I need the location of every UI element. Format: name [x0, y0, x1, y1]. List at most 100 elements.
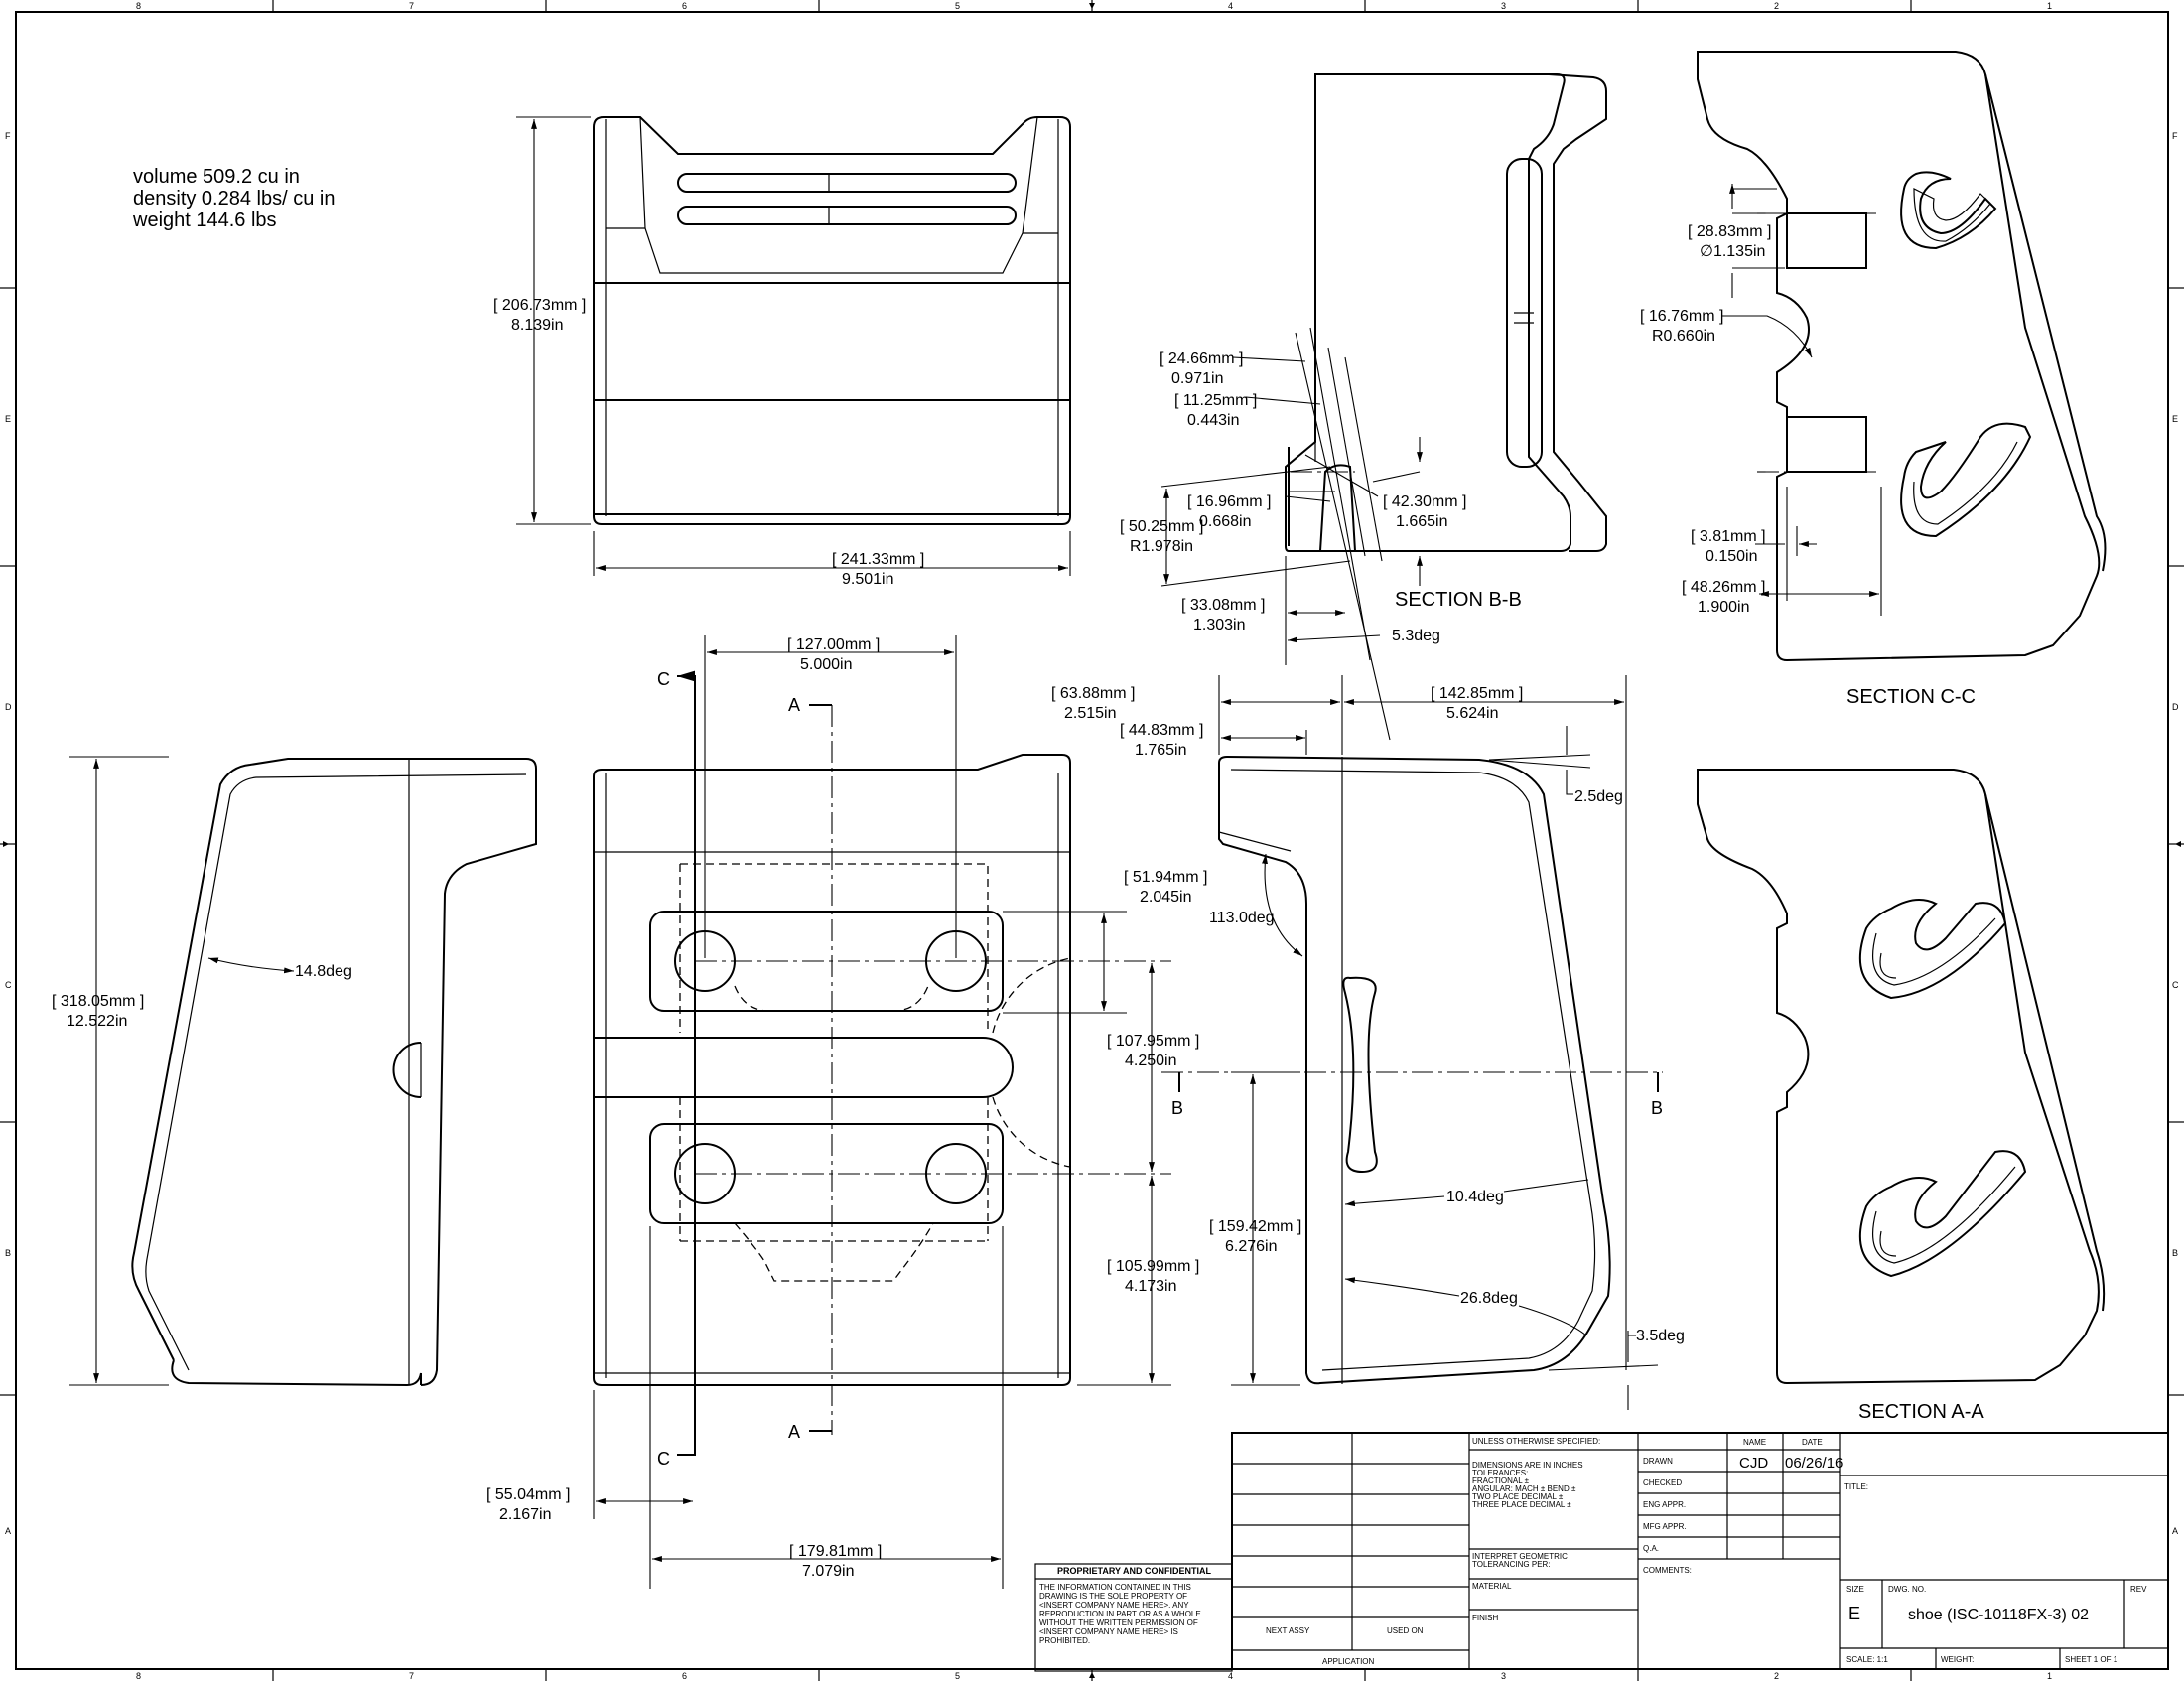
- tb-title-label: TITLE:: [1844, 1482, 1868, 1491]
- dim-side-height-mm: [ 318.05mm ]: [52, 993, 144, 1010]
- border-number: 4: [1228, 1, 1233, 11]
- side-view: [ 318.05mm ] 12.522in 14.8deg: [52, 756, 537, 1387]
- border-letter: A: [2172, 1526, 2178, 1536]
- right-profile-view: [1218, 755, 1611, 1385]
- dim-angle-2-5: 2.5deg: [1574, 788, 1623, 805]
- dim-cc-16-in: R0.660in: [1652, 328, 1715, 345]
- tb-tolerance-line: ANGULAR: MACH ± BEND ±: [1472, 1484, 1576, 1493]
- proprietary-line: <INSERT COMPANY NAME HERE> IS: [1039, 1627, 1178, 1636]
- dim-angle-3-5: 3.5deg: [1636, 1328, 1685, 1344]
- dim-55-in: 2.167in: [499, 1506, 552, 1523]
- dim-159-mm: [ 159.42mm ]: [1209, 1218, 1301, 1235]
- tb-interpret: INTERPRET GEOMETRIC: [1472, 1552, 1568, 1561]
- tb-dwg-no-label: DWG. NO.: [1888, 1585, 1926, 1594]
- dim-bb-angle: 5.3deg: [1392, 628, 1440, 644]
- border-letter: B: [2172, 1248, 2178, 1258]
- dim-105-in: 4.173in: [1125, 1278, 1177, 1295]
- dim-bb-33-mm: [ 33.08mm ]: [1181, 597, 1265, 614]
- centering-marks: [3, 3, 2181, 1678]
- tb-next-assy: NEXT ASSY: [1266, 1626, 1310, 1635]
- tb-material: MATERIAL: [1472, 1582, 1512, 1591]
- border-number: 5: [955, 1671, 960, 1681]
- section-marker-b-right: B: [1651, 1098, 1663, 1118]
- dim-front-height-mm: [ 206.73mm ]: [493, 297, 586, 314]
- dim-bb-42-mm: [ 42.30mm ]: [1383, 493, 1466, 510]
- border-number: 5: [955, 1, 960, 11]
- dim-cc-28-in: ∅1.135in: [1700, 243, 1765, 260]
- border-number: 7: [409, 1, 414, 11]
- dim-cc-48-mm: [ 48.26mm ]: [1682, 579, 1765, 596]
- weight-text: weight 144.6 lbs: [132, 210, 277, 231]
- tb-qa: Q.A.: [1643, 1544, 1659, 1553]
- dim-63-mm: [ 63.88mm ]: [1051, 685, 1135, 702]
- tb-mfg-appr: MFG APPR.: [1643, 1522, 1687, 1531]
- proprietary-line: <INSERT COMPANY NAME HERE>. ANY: [1039, 1601, 1189, 1610]
- dim-front-height-in: 8.139in: [511, 317, 564, 334]
- tb-eng-appr: ENG APPR.: [1643, 1500, 1686, 1509]
- tb-rev-label: REV: [2130, 1585, 2147, 1594]
- tb-size-label: SIZE: [1846, 1585, 1864, 1594]
- section-marker-a-top: A: [788, 695, 800, 715]
- section-marker-b-left: B: [1171, 1098, 1183, 1118]
- section-cc-title: SECTION C-C: [1846, 686, 1976, 708]
- tb-interpret: TOLERANCING PER:: [1472, 1560, 1551, 1569]
- section-marker-a-bottom: A: [788, 1422, 800, 1442]
- border-number: 1: [2047, 1671, 2052, 1681]
- border-number: 8: [136, 1, 141, 11]
- section-bb-title: SECTION B-B: [1395, 589, 1522, 611]
- tb-weight: WEIGHT:: [1941, 1655, 1974, 1664]
- tb-unless: UNLESS OTHERWISE SPECIFIED:: [1472, 1437, 1600, 1446]
- tb-tolerance-line: TOLERANCES:: [1472, 1469, 1528, 1477]
- proprietary-title: PROPRIETARY AND CONFIDENTIAL: [1057, 1566, 1212, 1576]
- section-aa-title: SECTION A-A: [1858, 1401, 1984, 1423]
- dim-cc-3-mm: [ 3.81mm ]: [1691, 528, 1766, 545]
- dim-107-mm: [ 107.95mm ]: [1107, 1033, 1199, 1050]
- proprietary-line: PROHIBITED.: [1039, 1636, 1090, 1645]
- mass-properties-note: volume 509.2 cu in density 0.284 lbs/ cu…: [132, 166, 335, 231]
- border-number: 4: [1228, 1671, 1233, 1681]
- section-aa: SECTION A-A: [1697, 769, 2106, 1423]
- border-letter: D: [2172, 702, 2179, 712]
- dim-179-in: 7.079in: [802, 1563, 855, 1580]
- tb-drawn-date: 06/26/16: [1785, 1455, 1843, 1472]
- dim-44-in: 1.765in: [1135, 742, 1187, 759]
- dim-bb-24-mm: [ 24.66mm ]: [1160, 351, 1243, 367]
- dim-bb-50-in: R1.978in: [1130, 538, 1193, 555]
- dim-angle-113: 113.0deg: [1209, 910, 1275, 926]
- proprietary-line: THE INFORMATION CONTAINED IN THIS: [1039, 1583, 1191, 1592]
- section-cc: [ 28.83mm ] ∅1.135in [ 16.76mm ] R0.660i…: [1640, 51, 2107, 708]
- border-number: 2: [1774, 1671, 1779, 1681]
- border-number: 7: [409, 1671, 414, 1681]
- tb-name-header: NAME: [1743, 1438, 1766, 1447]
- border-letter: B: [5, 1248, 11, 1258]
- top-view-dimensions: [ 127.00mm ] 5.000in [ 51.94mm ] 2.045in…: [486, 635, 1207, 1589]
- dim-bb-33-in: 1.303in: [1193, 617, 1246, 633]
- dim-bb-16-in: 0.668in: [1199, 513, 1252, 530]
- tb-drawn-name: CJD: [1739, 1455, 1768, 1472]
- section-marker-c-top: C: [657, 669, 670, 689]
- dim-51-in: 2.045in: [1140, 889, 1192, 906]
- dim-side-height-in: 12.522in: [67, 1013, 127, 1030]
- border-number: 6: [682, 1671, 687, 1681]
- dim-angle-26-8: 26.8deg: [1460, 1290, 1518, 1307]
- border-letter: A: [5, 1526, 11, 1536]
- dim-cc-16-mm: [ 16.76mm ]: [1640, 308, 1723, 325]
- dim-63-in: 2.515in: [1064, 705, 1117, 722]
- tb-tolerance-line: FRACTIONAL ±: [1472, 1476, 1530, 1485]
- proprietary-line: REPRODUCTION IN PART OR AS A WHOLE: [1039, 1610, 1201, 1618]
- dim-bb-11-in: 0.443in: [1187, 412, 1240, 429]
- tb-tolerance-line: TWO PLACE DECIMAL ±: [1472, 1492, 1564, 1501]
- section-bb: [ 24.66mm ] 0.971in [ 11.25mm ] 0.443in …: [1120, 73, 1607, 741]
- dim-bb-24-in: 0.971in: [1171, 370, 1224, 387]
- border-letter: E: [5, 414, 11, 424]
- density-text: density 0.284 lbs/ cu in: [133, 188, 335, 210]
- dim-55-mm: [ 55.04mm ]: [486, 1486, 570, 1503]
- dim-bb-42-in: 1.665in: [1396, 513, 1448, 530]
- border-letter: C: [5, 980, 12, 990]
- tb-sheet: SHEET 1 OF 1: [2065, 1655, 2118, 1664]
- tb-date-header: DATE: [1802, 1438, 1823, 1447]
- tb-drawn: DRAWN: [1643, 1457, 1673, 1466]
